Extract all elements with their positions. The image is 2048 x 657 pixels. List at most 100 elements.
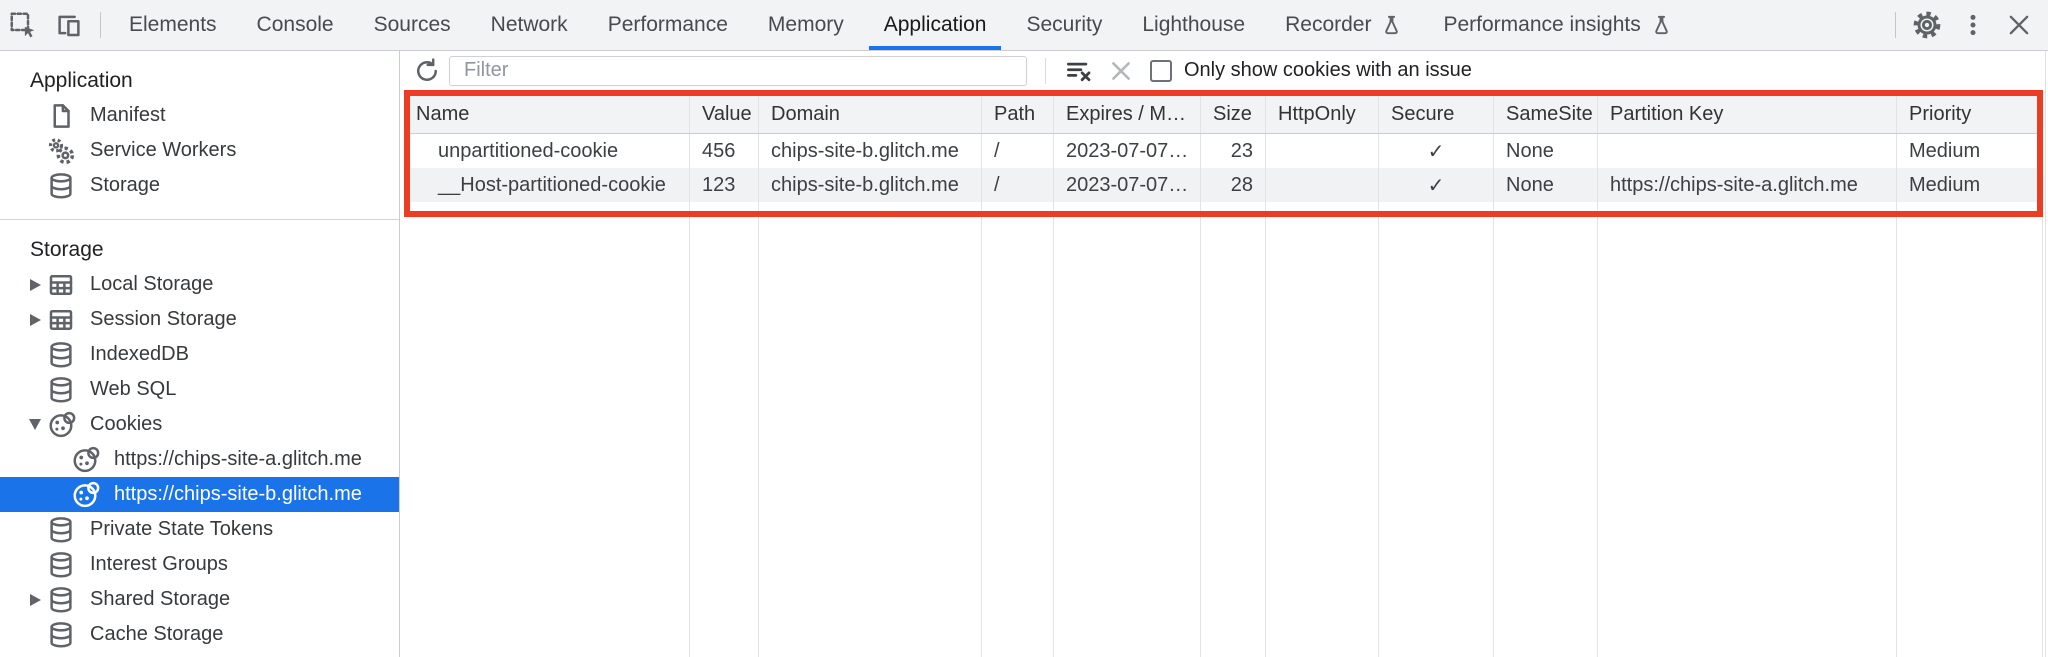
cell-size[interactable]: 23 xyxy=(1201,134,1266,168)
sidebar-item-service-workers[interactable]: Service Workers xyxy=(0,133,399,168)
cell-domain[interactable]: chips-site-b.glitch.me xyxy=(759,168,982,202)
inspect-icon xyxy=(10,12,35,38)
sidebar-item-private-state-tokens[interactable]: Private State Tokens xyxy=(0,512,399,547)
cookies-table: Name Value Domain Path Expires / M… Size… xyxy=(404,90,2043,657)
cookie-row-unpartitioned[interactable]: unpartitioned-cookie 456 chips-site-b.gl… xyxy=(404,134,2043,168)
cell-priority[interactable]: Medium xyxy=(1897,134,2043,168)
sidebar-item-manifest[interactable]: Manifest xyxy=(0,98,399,133)
filter-input[interactable] xyxy=(449,55,1027,86)
cookie-icon xyxy=(49,411,76,437)
tab-console[interactable]: Console xyxy=(237,0,354,50)
sidebar-item-shared-storage[interactable]: Shared Storage xyxy=(0,582,399,617)
sidebar-item-cache-storage[interactable]: Cache Storage xyxy=(0,617,399,652)
issue-filter-checkbox[interactable] xyxy=(1150,59,1172,82)
tab-network[interactable]: Network xyxy=(471,0,588,50)
inspect-element-button[interactable] xyxy=(0,0,46,50)
chevron-right-icon[interactable] xyxy=(24,278,46,291)
settings-button[interactable] xyxy=(1904,0,1950,50)
tab-lighthouse[interactable]: Lighthouse xyxy=(1122,0,1265,50)
tab-sources[interactable]: Sources xyxy=(354,0,471,50)
column-header-expires[interactable]: Expires / M… xyxy=(1054,90,1201,133)
cell-partition-key[interactable]: https://chips-site-a.glitch.me xyxy=(1598,168,1897,202)
sidebar-item-label: Session Storage xyxy=(90,308,237,330)
column-header-priority[interactable]: Priority xyxy=(1897,90,2043,133)
sidebar-item-interest-groups[interactable]: Interest Groups xyxy=(0,547,399,582)
tab-recorder[interactable]: Recorder xyxy=(1265,0,1423,50)
cell-name[interactable]: __Host-partitioned-cookie xyxy=(404,168,690,202)
database-icon xyxy=(50,376,72,402)
cell-path[interactable]: / xyxy=(982,134,1054,168)
toggle-device-toolbar-button[interactable] xyxy=(46,0,92,50)
issue-filter-toggle[interactable]: Only show cookies with an issue xyxy=(1150,59,1472,82)
cell-secure[interactable]: ✓ xyxy=(1379,134,1494,168)
delete-all-cookies-button[interactable] xyxy=(1100,51,1142,90)
cell-name[interactable]: unpartitioned-cookie xyxy=(404,134,690,168)
tab-label: Network xyxy=(490,13,568,36)
column-header-path[interactable]: Path xyxy=(982,90,1054,133)
sidebar-section-application: Application Manifest Service Workers xyxy=(0,51,399,220)
cookie-row-host-partitioned[interactable]: __Host-partitioned-cookie 123 chips-site… xyxy=(404,168,2043,202)
sidebar-item-cookies-chips-site-b[interactable]: https://chips-site-b.glitch.me xyxy=(0,477,399,512)
column-header-secure[interactable]: Secure xyxy=(1379,90,1494,133)
sidebar-item-cookies[interactable]: Cookies xyxy=(0,407,399,442)
tab-label: Security xyxy=(1026,13,1103,36)
more-options-button[interactable] xyxy=(1950,0,1996,50)
sidebar-item-local-storage[interactable]: Local Storage xyxy=(0,267,399,302)
refresh-button[interactable] xyxy=(405,51,449,90)
tab-memory[interactable]: Memory xyxy=(748,0,864,50)
cell-priority[interactable]: Medium xyxy=(1897,168,2043,202)
tab-label: Elements xyxy=(129,13,217,36)
cell-expires[interactable]: 2023-07-07… xyxy=(1054,168,1201,202)
cell-httponly[interactable] xyxy=(1266,134,1379,168)
column-header-partition-key[interactable]: Partition Key xyxy=(1598,90,1897,133)
column-header-httponly[interactable]: HttpOnly xyxy=(1266,90,1379,133)
section-title-label: Storage xyxy=(30,237,104,261)
tab-security[interactable]: Security xyxy=(1006,0,1122,50)
cookies-table-empty-area xyxy=(404,202,2043,657)
sidebar-item-web-sql[interactable]: Web SQL xyxy=(0,372,399,407)
cookies-table-header: Name Value Domain Path Expires / M… Size… xyxy=(404,90,2043,134)
cell-samesite[interactable]: None xyxy=(1494,134,1598,168)
tabbar-right-controls xyxy=(1887,0,2048,50)
cell-value[interactable]: 456 xyxy=(690,134,759,168)
sidebar-item-indexeddb[interactable]: IndexedDB xyxy=(0,337,399,372)
sidebar-item-label: Shared Storage xyxy=(90,588,231,610)
tab-performance-insights[interactable]: Performance insights xyxy=(1423,0,1692,50)
tab-application[interactable]: Application xyxy=(864,0,1007,50)
cell-size[interactable]: 28 xyxy=(1201,168,1266,202)
cell-value[interactable]: 123 xyxy=(690,168,759,202)
cookies-toolbar: Only show cookies with an issue xyxy=(401,51,2048,90)
cell-samesite[interactable]: None xyxy=(1494,168,1598,202)
cell-httponly[interactable] xyxy=(1266,168,1379,202)
settings-gear-icon xyxy=(1913,11,1941,39)
column-header-samesite[interactable]: SameSite xyxy=(1494,90,1598,133)
cell-path[interactable]: / xyxy=(982,168,1054,202)
sidebar-item-cookies-chips-site-a[interactable]: https://chips-site-a.glitch.me xyxy=(0,442,399,477)
chevron-right-icon[interactable] xyxy=(24,313,46,326)
chevron-down-icon[interactable] xyxy=(24,419,46,430)
column-header-value[interactable]: Value xyxy=(690,90,759,133)
cookie-icon xyxy=(73,446,100,472)
tab-elements[interactable]: Elements xyxy=(109,0,237,50)
panel-right-edge xyxy=(2045,51,2046,657)
tab-label: Memory xyxy=(767,13,844,36)
tabbar-separator xyxy=(100,12,101,38)
sidebar-item-label: IndexedDB xyxy=(90,343,189,365)
column-header-name[interactable]: Name xyxy=(404,90,690,133)
sidebar-item-storage[interactable]: Storage xyxy=(0,168,399,203)
chevron-right-icon[interactable] xyxy=(24,593,46,606)
cell-partition-key[interactable] xyxy=(1598,134,1897,168)
tab-label: Sources xyxy=(373,13,451,36)
cell-expires[interactable]: 2023-07-07… xyxy=(1054,134,1201,168)
tab-performance[interactable]: Performance xyxy=(588,0,748,50)
sidebar-item-session-storage[interactable]: Session Storage xyxy=(0,302,399,337)
cell-domain[interactable]: chips-site-b.glitch.me xyxy=(759,134,982,168)
tab-label: Console xyxy=(256,13,334,36)
column-header-domain[interactable]: Domain xyxy=(759,90,982,133)
database-icon xyxy=(50,621,72,647)
cell-secure[interactable]: ✓ xyxy=(1379,168,1494,202)
sidebar-item-label: Manifest xyxy=(90,104,166,126)
close-devtools-button[interactable] xyxy=(1996,0,2042,50)
clear-filter-button[interactable] xyxy=(1058,51,1100,90)
column-header-size[interactable]: Size xyxy=(1201,90,1266,133)
